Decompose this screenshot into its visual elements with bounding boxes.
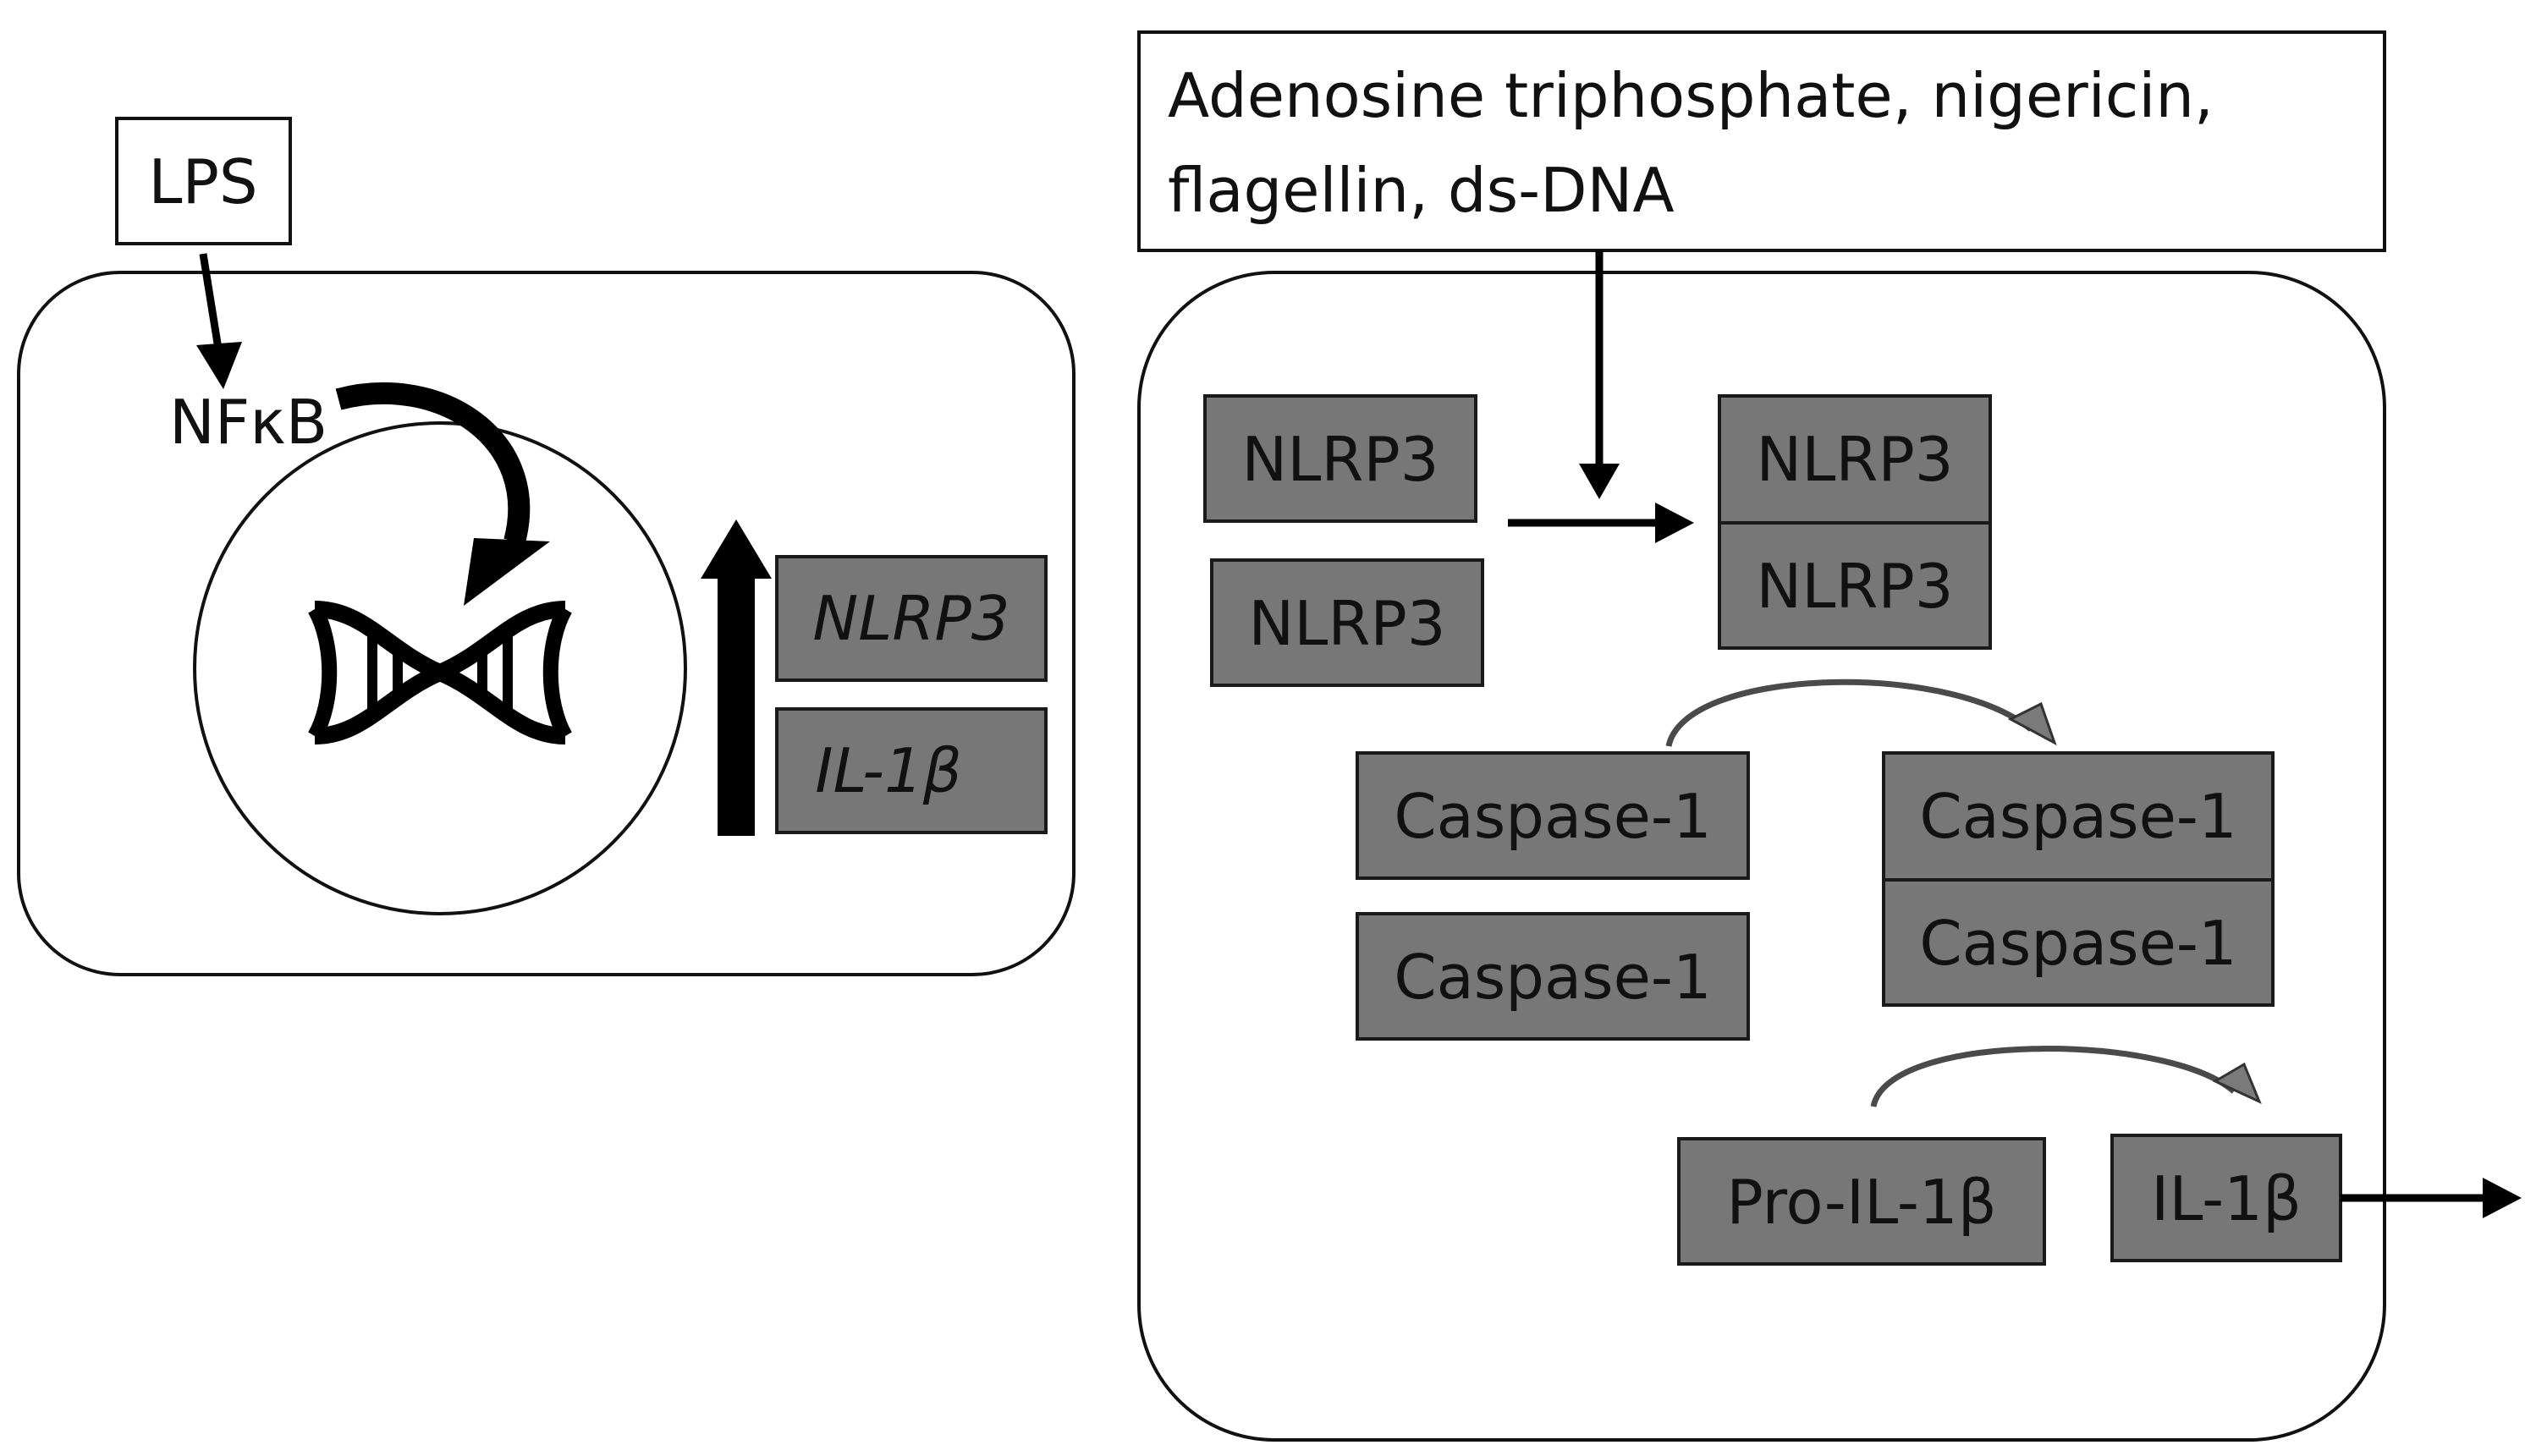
nlrp3-monomer-box-1 [1203, 394, 1477, 523]
oligomerization-arrow [1508, 503, 1694, 543]
il1b-box [2110, 1134, 2342, 1262]
il1b-gene-label: IL-1β [815, 735, 962, 806]
nfkb-to-dna-arrow [335, 382, 550, 606]
caspase-complex-box-1 [1882, 751, 2275, 882]
caspase-monomer-label-2: Caspase-1 [1394, 942, 1711, 1013]
pro-il1b-label: Pro-IL-1β [1726, 1167, 1996, 1238]
stimulus-label-line1: Adenosine triphosphate, nigericin, [1168, 60, 2214, 131]
nlrp3-gene-label: NLRP3 [812, 583, 1009, 654]
left-cell-membrane [17, 271, 1075, 976]
nlrp3-complex-box-2 [1718, 521, 1992, 650]
caspase-complex-label-2: Caspase-1 [1919, 908, 2236, 979]
nlrp3-complex-label-2: NLRP3 [1756, 551, 1953, 622]
caspase-complex-label-1: Caspase-1 [1919, 781, 2236, 852]
nlrp3-complex-box-1 [1718, 394, 1992, 525]
nlrp3-gene-box [775, 555, 1048, 682]
nucleus [193, 421, 687, 915]
il1b-label: IL-1β [2151, 1163, 2302, 1234]
nlrp3-monomer-box-2 [1210, 558, 1484, 687]
lps-box [115, 117, 292, 245]
dna-icon [308, 601, 572, 744]
secretion-arrow [2341, 1178, 2522, 1218]
stimulus-label-line2: flagellin, ds-DNA [1168, 155, 1675, 226]
caspase-activation-arrow [1665, 679, 2057, 747]
stimulus-down-arrow [1579, 250, 1620, 499]
caspase-monomer-box-2 [1356, 912, 1750, 1041]
lps-label: LPS [148, 146, 257, 217]
nlrp3-monomer-label-1: NLRP3 [1241, 424, 1439, 495]
stimulus-box [1137, 30, 2386, 252]
pro-il1b-box [1677, 1137, 2046, 1266]
nlrp3-complex-label-1: NLRP3 [1756, 424, 1953, 495]
caspase-monomer-box-1 [1356, 751, 1750, 880]
nlrp3-monomer-label-2: NLRP3 [1248, 588, 1445, 659]
up-arrow-icon [701, 519, 772, 836]
il1b-cleavage-arrow [1870, 1046, 2262, 1107]
caspase-monomer-label-1: Caspase-1 [1394, 781, 1711, 852]
right-cell-membrane [1137, 271, 2386, 1442]
il1b-gene-box [775, 707, 1048, 834]
nfkb-label: NFκB [169, 387, 327, 458]
lps-to-nfkb-arrow [196, 253, 242, 389]
caspase-complex-box-2 [1882, 878, 2275, 1007]
